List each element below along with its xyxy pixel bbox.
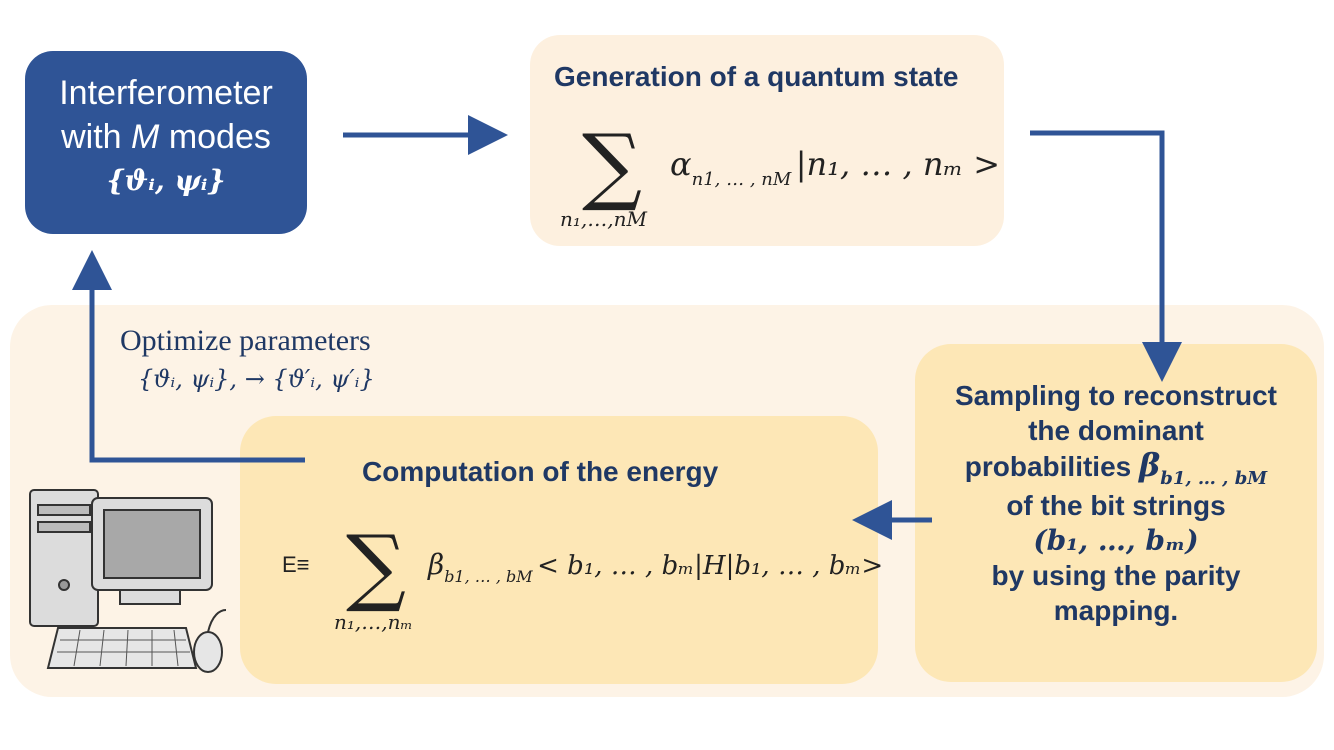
sampling-line-6: by using the parity — [991, 560, 1241, 591]
arrow-energy-to-interferometer — [72, 250, 305, 463]
energy-expression: βb1, … , bM < b₁, … , bₘ|H|b₁, … , bₘ> — [428, 548, 884, 586]
sampling-line-2: the dominant — [1028, 415, 1204, 446]
sampling-box: Sampling to reconstruct the dominant pro… — [915, 344, 1317, 682]
generation-box: Generation of a quantum state ∑ n₁,…,nM … — [530, 35, 1004, 246]
sampling-line-7: mapping. — [1053, 595, 1179, 626]
quantum-state-expression: αn1, … , nM |n₁, … , nₘ > — [670, 145, 1001, 190]
interferometer-title: Interferometer — [59, 74, 273, 112]
energy-title: Computation of the energy — [362, 456, 719, 487]
energy-sum-subscript: n₁,…,nₘ — [334, 610, 413, 634]
optimize-label: Optimize parameters {ϑᵢ, ψᵢ}, → {ϑ′ᵢ, ψ′… — [120, 322, 375, 398]
energy-prefix: E≡ — [282, 552, 310, 577]
sampling-line-5: (b₁, …, bₘ) — [1033, 524, 1199, 557]
energy-sum-symbol: ∑ — [346, 517, 406, 615]
sampling-line-3: probabilities βb1, … , bM — [964, 446, 1268, 490]
optimize-title: Optimize parameters — [120, 324, 371, 357]
arrow-generation-to-sampling — [1030, 130, 1182, 382]
optimize-mapping: {ϑᵢ, ψᵢ}, → {ϑ′ᵢ, ψ′ᵢ} — [138, 365, 375, 393]
interferometer-params: {ϑᵢ, ψᵢ} — [106, 164, 226, 197]
sampling-line-1: Sampling to reconstruct — [954, 380, 1278, 411]
energy-box: Computation of the energy E≡ ∑ n₁,…,nₘ β… — [240, 416, 883, 684]
interferometer-box: Interferometer with M modes {ϑᵢ, ψᵢ} — [25, 51, 307, 234]
interferometer-modes: with M modes — [61, 118, 271, 156]
sampling-line-4: of the bit strings — [1006, 490, 1226, 521]
sum-symbol: ∑ — [582, 116, 642, 214]
computer-icon — [29, 489, 227, 673]
sum-subscript: n₁,…,nM — [560, 207, 647, 231]
generation-title: Generation of a quantum state — [554, 61, 959, 92]
